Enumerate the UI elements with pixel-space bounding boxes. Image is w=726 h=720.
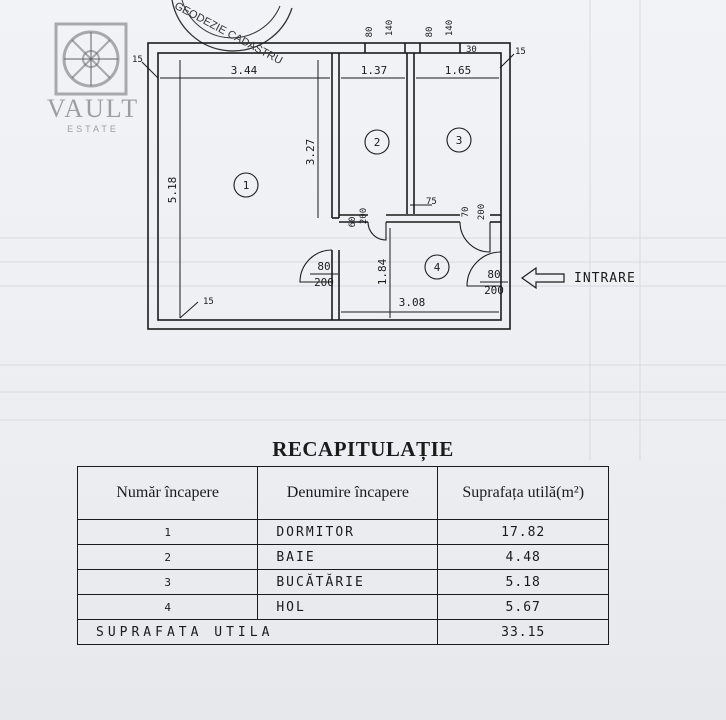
table-header-row: Număr încapere Denumire încapere Suprafa… (76, 466, 609, 520)
row-area: 5.67 (437, 594, 609, 620)
room-2-number: 2 (374, 136, 381, 149)
dim-door-entry-w: 80 (487, 268, 500, 281)
dim-door-bed-h: 200 (314, 276, 334, 289)
room-3-number: 3 (456, 134, 463, 147)
header-room-area: Suprafața utilă(m²) (437, 466, 609, 520)
dim-door-entry-h: 200 (484, 284, 504, 297)
row-area: 4.48 (437, 544, 609, 570)
dimension-lines (141, 53, 515, 319)
dim-window-b-h: 140 (445, 20, 455, 36)
dim-corner-15-c: 15 (515, 47, 526, 57)
dim-top-left: 3.44 (231, 64, 258, 77)
table-row: 4 HOL 5.67 (76, 594, 609, 620)
dim-small-30: 30 (466, 45, 477, 55)
dim-door-bath-h: 200 (359, 208, 369, 224)
logo-subtitle: ESTATE (67, 124, 119, 134)
header-room-number: Număr încapere (76, 466, 259, 520)
row-number: 2 (76, 544, 259, 570)
dim-door-kitchen-w: 70 (461, 207, 471, 218)
dim-corner-15-b: 15 (203, 297, 214, 307)
table-row: 3 BUCĂTĂRIE 5.18 (76, 569, 609, 595)
paper-grid (0, 0, 726, 460)
dim-corner-15-a: 15 (132, 55, 143, 65)
table-row: 2 BAIE 4.48 (76, 544, 609, 570)
recap-table: Număr încapere Denumire încapere Suprafa… (76, 466, 609, 645)
recap-title: RECAPITULAȚIE (272, 437, 454, 461)
dim-door-bath-w: 60 (348, 217, 358, 228)
room-4-number: 4 (434, 261, 441, 274)
dim-top-right: 1.65 (445, 64, 472, 77)
row-area: 5.18 (437, 569, 609, 595)
entrance-label: INTRARE (574, 271, 636, 286)
dim-bottom-hall: 3.08 (399, 296, 426, 309)
row-area: 17.82 (437, 519, 609, 545)
door-swings (299, 221, 502, 287)
total-value: 33.15 (437, 619, 609, 645)
dim-window-b-w: 80 (425, 27, 435, 38)
row-number: 1 (76, 519, 259, 545)
dim-left-vertical: 5.18 (166, 177, 179, 204)
logo-name: VAULT (46, 94, 140, 123)
dim-hall-vertical: 1.84 (376, 258, 389, 285)
dim-window-a-w: 80 (365, 27, 375, 38)
table-row: 1 DORMITOR 17.82 (76, 519, 609, 545)
entrance-arrow-icon (520, 266, 565, 290)
dim-top-mid: 1.37 (361, 64, 388, 77)
row-number: 4 (76, 594, 259, 620)
header-room-name: Denumire încapere (257, 466, 439, 520)
row-name: DORMITOR (257, 519, 439, 545)
row-name: BUCĂTĂRIE (257, 569, 439, 595)
row-name: HOL (257, 594, 439, 620)
stamp-arc (171, 0, 293, 52)
room-1-number: 1 (243, 179, 250, 192)
dim-door-bed-w: 80 (317, 260, 330, 273)
dim-inner-vertical: 3.27 (304, 139, 317, 166)
row-name: BAIE (257, 544, 439, 570)
row-number: 3 (76, 569, 259, 595)
dim-door-kitchen-h: 200 (477, 204, 487, 220)
total-label: SUPRAFATA UTILA (76, 619, 439, 645)
dim-small-75: 75 (426, 197, 437, 207)
dimension-labels: 3.44 1.37 1.65 5.18 3.27 1.84 3.08 15 15… (132, 20, 526, 309)
walls (147, 42, 511, 330)
vault-logo-icon (54, 22, 128, 96)
table-total-row: SUPRAFATA UTILA 33.15 (76, 619, 609, 645)
stamp-arc-inner (181, 0, 281, 39)
room-markers: 1 2 3 4 (233, 127, 472, 280)
dim-window-a-h: 140 (385, 20, 395, 36)
